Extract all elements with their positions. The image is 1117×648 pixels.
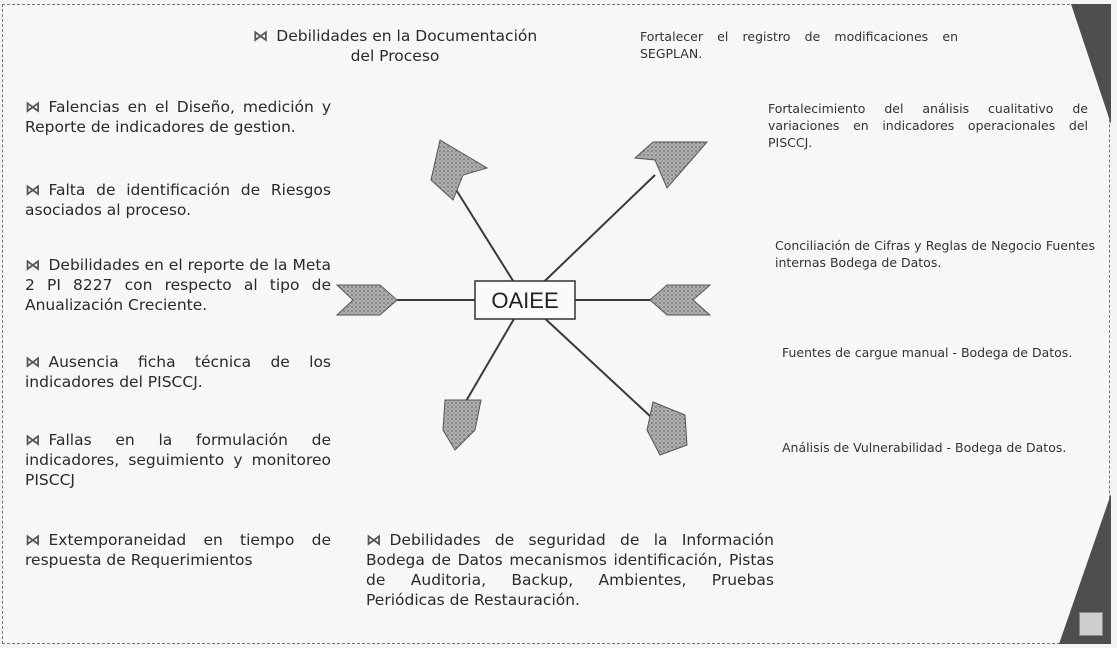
weakness-meta-report: ⋈Debilidades en el reporte de la Meta 2 …: [25, 256, 331, 314]
weakness-security: ⋈Debilidades de seguridad de la Informac…: [366, 531, 774, 609]
slide-frame: [2, 4, 1110, 644]
weakness-mark-icon: ⋈: [25, 431, 41, 449]
action-vulnerability: Análisis de Vulnerabilidad - Bodega de D…: [782, 440, 1067, 455]
action-manual-load: Fuentes de cargue manual - Bodega de Dat…: [782, 345, 1073, 360]
action-figures-reconciliation: Conciliación de Cifras y Reglas de Negoc…: [775, 238, 1095, 270]
arrow-tail-left: [335, 284, 398, 316]
weakness-mark-icon: ⋈: [25, 98, 41, 116]
arrow-head-top-left: [430, 139, 489, 201]
weakness-mark-icon: ⋈: [25, 531, 41, 549]
arrow-head-top-right: [633, 141, 709, 189]
weakness-mark-icon: ⋈: [25, 181, 41, 199]
oaiee-arrow-diagram: OAIEE: [335, 139, 712, 456]
weakness-formulation: ⋈Fallas en la formulación de indicadores…: [25, 431, 331, 489]
hub-label: OAIEE: [491, 288, 558, 313]
action-qualitative-analysis: Fortalecimiento del análisis cualitativo…: [768, 101, 1088, 150]
arrow-tail-right: [649, 284, 712, 316]
arrow-head-bottom-left: [442, 399, 482, 451]
weakness-mark-icon: ⋈: [25, 256, 41, 274]
hub-box: [474, 280, 576, 320]
weakness-mark-icon: ⋈: [25, 353, 41, 371]
weakness-mark-icon: ⋈: [366, 531, 382, 549]
weakness-documentation: ⋈Debilidades en la Documentación del Pro…: [252, 27, 538, 65]
action-segplan: Fortalecer el registro de modificaciones…: [640, 29, 958, 61]
arrow-head-bottom-right: [646, 401, 688, 456]
weakness-response-time: ⋈Extemporaneidad en tiempo de respuesta …: [25, 531, 331, 569]
slide-logo-icon: [1079, 612, 1103, 636]
weakness-risk-identification: ⋈Falta de identificación de Riesgos asoc…: [25, 181, 331, 219]
corner-decoration-top: [1071, 4, 1111, 124]
weakness-technical-sheet: ⋈Ausencia ficha técnica de los indicador…: [25, 353, 331, 391]
weakness-indicators-design: ⋈Falencias en el Diseño, medición y Repo…: [25, 98, 331, 136]
weakness-mark-icon: ⋈: [252, 27, 269, 45]
